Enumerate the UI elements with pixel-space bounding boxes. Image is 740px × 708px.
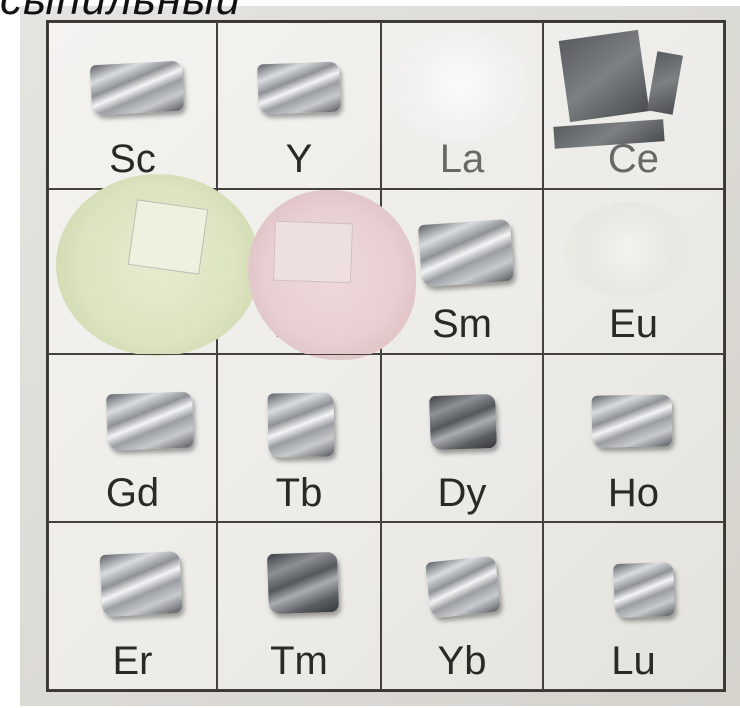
element-symbol: Dy	[437, 471, 487, 515]
sample-dy	[429, 393, 497, 451]
element-symbol: Tm	[270, 639, 328, 683]
cell-tm: Tm	[217, 522, 381, 690]
element-symbol: La	[439, 137, 485, 181]
caption-label: сыпильный	[0, 0, 740, 22]
element-symbol: Eu	[609, 302, 658, 346]
cell-sc: Sc	[48, 22, 217, 189]
cell-ce: Ce	[543, 22, 724, 189]
sample-nd-chunk	[272, 220, 354, 284]
sample-gd	[106, 391, 194, 451]
cell-gd: Gd	[48, 354, 217, 522]
element-symbol: Lu	[611, 639, 656, 683]
cell-eu: Eu	[543, 189, 724, 354]
sample-pr-chunk	[127, 199, 209, 275]
element-grid-sheet: Sc Y La Ce Pr Nd Sm Eu	[46, 20, 726, 692]
cell-lu: Lu	[543, 522, 724, 690]
element-symbol: Sc	[109, 137, 156, 181]
element-symbol: Gd	[105, 471, 160, 515]
sample-er	[99, 550, 183, 618]
cell-yb: Yb	[381, 522, 543, 690]
sample-ho	[591, 394, 673, 448]
cell-er: Er	[48, 522, 217, 690]
sample-lu	[613, 561, 675, 619]
sample-y	[257, 61, 341, 115]
cell-dy: Dy	[381, 354, 543, 522]
element-symbol: Ho	[607, 471, 660, 515]
cell-tb: Tb	[217, 354, 381, 522]
cell-la: La	[381, 22, 543, 189]
element-symbol: Er	[112, 639, 153, 683]
sample-ce-shard	[646, 51, 684, 115]
sample-sm	[417, 218, 515, 288]
cell-y: Y	[217, 22, 381, 189]
sample-la	[392, 31, 527, 141]
caption-text: сыпильный	[0, 0, 740, 24]
element-symbol: Yb	[437, 639, 487, 683]
sample-eu	[564, 202, 694, 297]
photo: Sc Y La Ce Pr Nd Sm Eu	[20, 6, 740, 706]
sample-sc	[89, 60, 185, 116]
sample-tm	[266, 551, 340, 615]
element-symbol: Sm	[432, 302, 492, 346]
sample-yb	[425, 555, 501, 619]
sample-ce	[558, 29, 650, 123]
element-symbol: Ce	[607, 137, 660, 181]
element-symbol: Y	[285, 137, 313, 181]
sample-tb	[267, 392, 335, 458]
element-symbol: Tb	[275, 471, 323, 515]
cell-ho: Ho	[543, 354, 724, 522]
